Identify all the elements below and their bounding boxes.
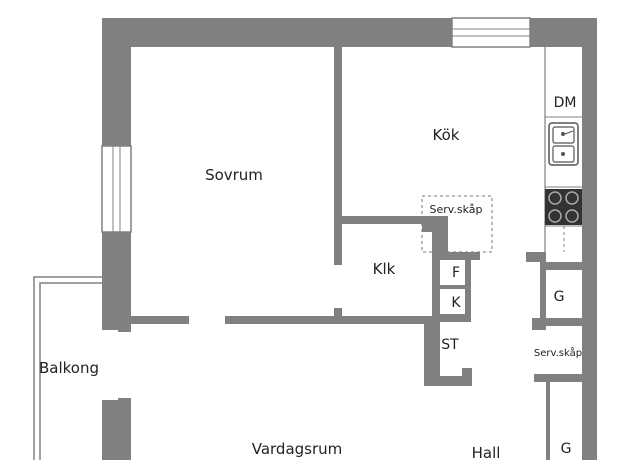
- wall-closet-right: [465, 258, 471, 320]
- wall-jog-left-lower: [118, 398, 131, 412]
- sink-icon: [548, 122, 579, 166]
- wall-sovrum-kok: [334, 47, 342, 265]
- wall-left-upper: [102, 18, 131, 146]
- wall-right: [582, 18, 597, 460]
- wall-g1-bottom: [532, 318, 582, 330]
- room-label-kok: Kök: [433, 126, 460, 144]
- wall-g2-left: [546, 382, 550, 460]
- fixture-label-st: ST: [441, 337, 459, 353]
- wall-closet-left: [432, 252, 440, 386]
- wall-sovrum-bottom-left: [131, 316, 189, 324]
- room-label-sovrum: Sovrum: [205, 166, 263, 184]
- fixture-label-serv-skap-1: Serv.skåp: [429, 203, 482, 216]
- wall-st-left: [424, 322, 440, 386]
- room-label-vardagsrum: Vardagsrum: [252, 440, 343, 458]
- window-icon: [101, 145, 132, 233]
- fixture-label-serv-skap-2: Serv.skåp: [534, 346, 582, 359]
- balcony-outline: [33, 276, 102, 460]
- walls: [102, 18, 597, 460]
- stove-icon: [545, 189, 582, 225]
- room-label-balkong: Balkong: [39, 359, 99, 377]
- wall-st-bottom: [440, 368, 472, 386]
- fixture-label-g-lower: G: [561, 441, 572, 457]
- fixture-label-g-upper: G: [554, 289, 565, 305]
- wall-sovrum-bottom-right: [225, 316, 435, 324]
- wall-closet-sep-1: [440, 285, 466, 289]
- fixture-label-k: K: [451, 295, 461, 311]
- wall-klk-top: [342, 216, 430, 224]
- wall-g1-left-thin: [540, 270, 546, 318]
- wall-tick: [334, 308, 342, 324]
- interior-walls: [131, 47, 582, 460]
- wall-top-left: [102, 18, 452, 47]
- window-icon: [451, 17, 531, 48]
- serv-skap-outline: [421, 195, 493, 253]
- wall-jog-left: [118, 318, 131, 332]
- fixture-label-f: F: [452, 265, 460, 281]
- wall-serv-block: [422, 216, 480, 260]
- windows: [101, 17, 531, 233]
- fixture-label-dm: DM: [554, 95, 577, 111]
- wall-g1-top: [526, 252, 582, 270]
- wall-closet-sep-2: [440, 314, 471, 322]
- wall-serv2-bottom: [534, 374, 582, 382]
- wall-left-middle: [102, 232, 131, 330]
- room-label-klk: Klk: [373, 260, 396, 278]
- room-label-hall: Hall: [472, 444, 501, 460]
